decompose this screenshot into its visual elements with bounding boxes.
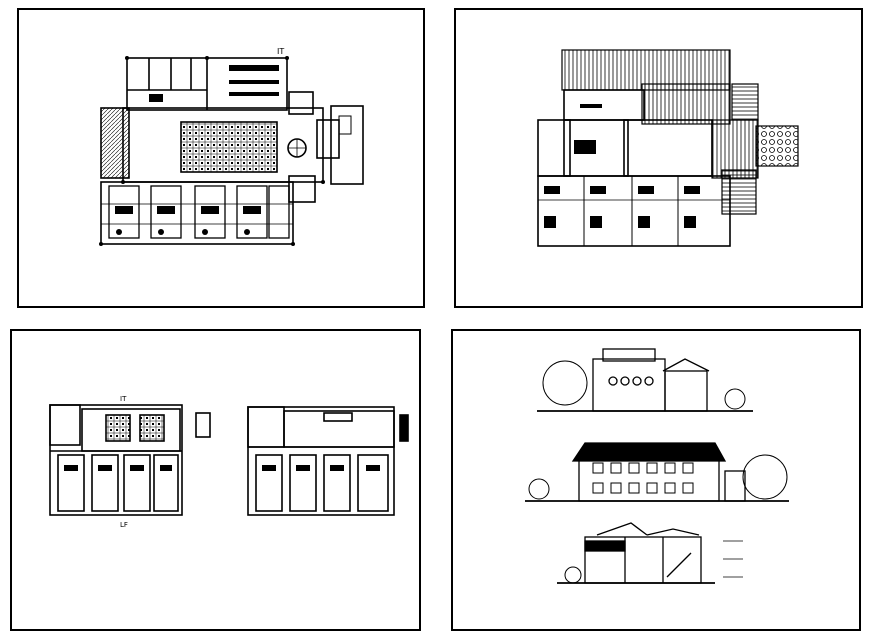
north-mark: IT	[277, 47, 284, 56]
guest-room-units	[108, 185, 290, 239]
section-mark-left: LF	[120, 521, 128, 529]
partial-plan-left	[49, 404, 211, 516]
north-mark-left: IT	[120, 395, 127, 403]
upper-floor-plan-panel	[454, 8, 863, 308]
partial-plan-right	[247, 406, 409, 516]
partial-plan-furniture	[64, 465, 380, 471]
upper-furniture	[544, 104, 700, 228]
furniture-blocks	[115, 65, 279, 235]
ground-floor-plan-panel: IT	[17, 8, 425, 308]
tree	[542, 360, 588, 406]
upper-floor-plan-drawing	[537, 49, 799, 247]
side-elevation	[525, 442, 789, 502]
elevations-panel	[451, 329, 861, 631]
ground-floor-plan-drawing: IT	[99, 47, 364, 246]
elevations-drawing	[525, 348, 789, 584]
column-dots	[99, 56, 325, 246]
partial-plans-panel: IT LF	[10, 329, 421, 631]
partial-plans-drawing: IT LF	[49, 395, 409, 529]
building-section	[557, 522, 743, 584]
front-elevation	[537, 348, 753, 412]
